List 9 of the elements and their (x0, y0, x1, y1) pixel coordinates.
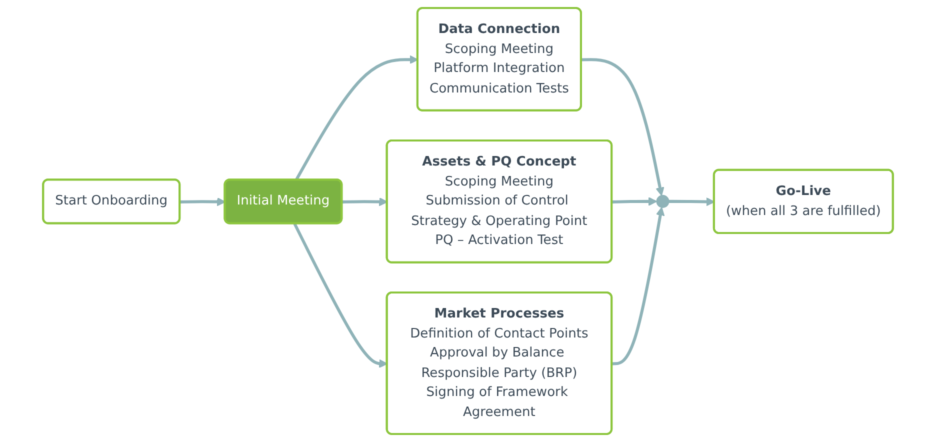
arrow (180, 197, 226, 206)
arrow (342, 197, 388, 206)
arrow (581, 58, 664, 196)
arrow (612, 206, 665, 366)
arrow (294, 55, 418, 181)
arrow (668, 197, 715, 206)
node-circle (656, 194, 670, 208)
arrow (612, 197, 658, 206)
arrow (293, 223, 388, 368)
